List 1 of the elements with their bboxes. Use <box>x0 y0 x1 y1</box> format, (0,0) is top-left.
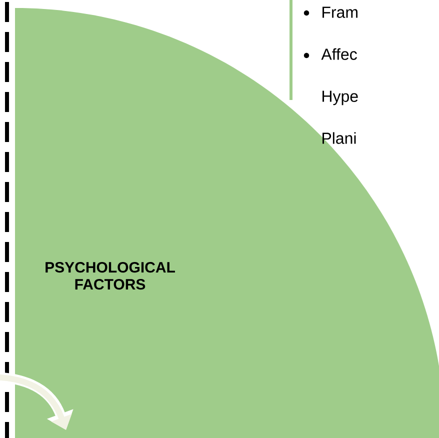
bullet-list: Fram Affec Hype Plani <box>321 6 358 144</box>
